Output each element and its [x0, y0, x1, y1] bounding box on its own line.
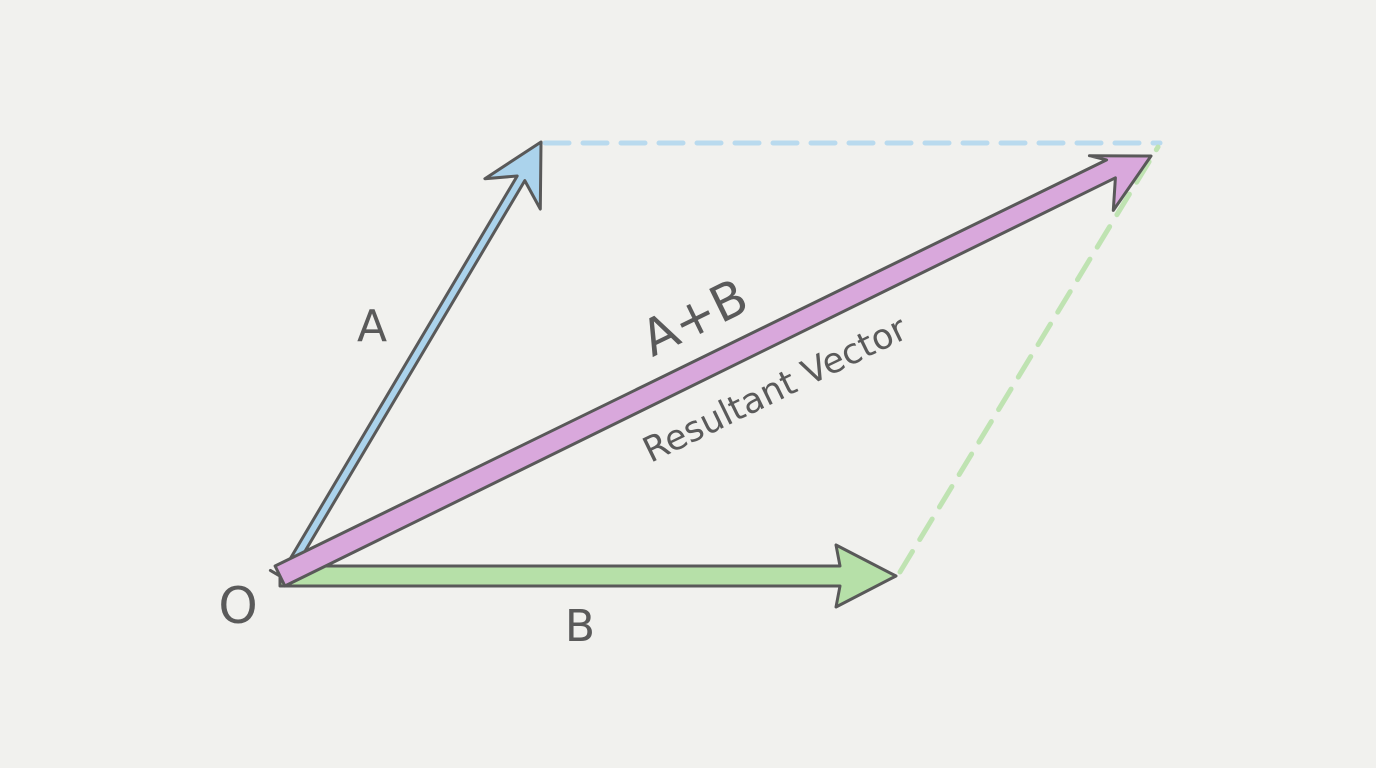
vector-a-arrow: [268, 140, 543, 583]
vector-b-label: B: [565, 601, 595, 652]
vector-b-arrow: [278, 543, 898, 609]
dashed-line-b-parallel: [897, 144, 1161, 575]
vector-a-label: A: [357, 301, 387, 352]
resultant-vector-arrow: [273, 154, 1153, 588]
origin-label: O: [218, 577, 257, 635]
